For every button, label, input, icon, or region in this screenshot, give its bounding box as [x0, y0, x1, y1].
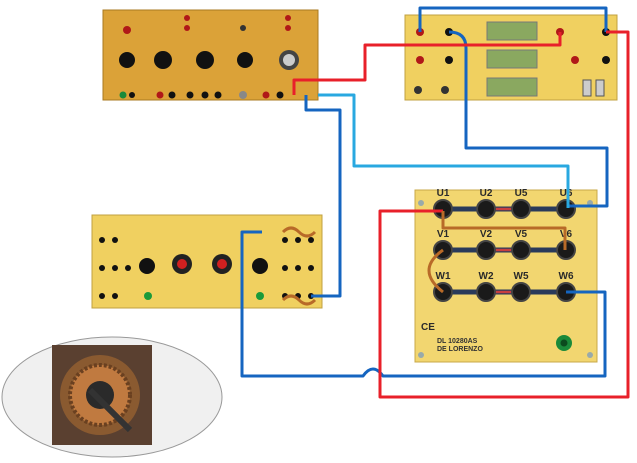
control-panel	[91, 214, 323, 309]
terminal-u6[interactable]	[556, 199, 576, 219]
terminal-label: U1	[437, 188, 450, 199]
terminal-w5[interactable]	[511, 282, 531, 302]
knob[interactable]	[196, 51, 214, 69]
knob[interactable]	[237, 52, 253, 68]
wire-lightblue-supply-to-u6	[318, 93, 570, 208]
terminal-label: V1	[437, 229, 450, 240]
wire-blue-meter-to-u6	[448, 30, 609, 208]
meter-panel	[404, 14, 618, 101]
terminal-v2[interactable]	[476, 240, 496, 260]
terminal-label: W2	[479, 271, 494, 282]
knob[interactable]	[154, 51, 172, 69]
wires	[240, 6, 630, 399]
jumper-v1-w1	[427, 248, 444, 294]
wire-blue-meter-loop	[418, 6, 608, 32]
wire-blue-w6-return	[240, 230, 607, 378]
terminal-v5[interactable]	[511, 240, 531, 260]
terminal-label: V2	[480, 229, 493, 240]
brand-label: DE LORENZO	[437, 346, 483, 353]
ce-mark: CE	[421, 322, 435, 333]
terminal-label: U5	[515, 188, 528, 199]
model-label: DL 10280AS	[437, 338, 478, 345]
terminal-label: W6	[559, 271, 574, 282]
terminal-u5[interactable]	[511, 199, 531, 219]
selector-switch[interactable]	[283, 54, 295, 66]
terminal-w2[interactable]	[476, 282, 496, 302]
terminal-label: W1	[436, 271, 451, 282]
power-supply-panel	[102, 9, 319, 101]
wire-red-meter-to-u1	[378, 30, 630, 399]
terminal-label: W5	[514, 271, 529, 282]
terminal-label: V5	[515, 229, 528, 240]
terminal-label: U6	[560, 188, 573, 199]
motor-stator-photo	[1, 336, 223, 458]
terminal-u2[interactable]	[476, 199, 496, 219]
jumper-u1-v6	[441, 211, 567, 250]
wire-red-supply-to-meter	[292, 32, 562, 95]
terminal-label: U2	[480, 188, 493, 199]
knob[interactable]	[119, 52, 135, 68]
wire-blue-supply-to-panel	[304, 95, 342, 298]
